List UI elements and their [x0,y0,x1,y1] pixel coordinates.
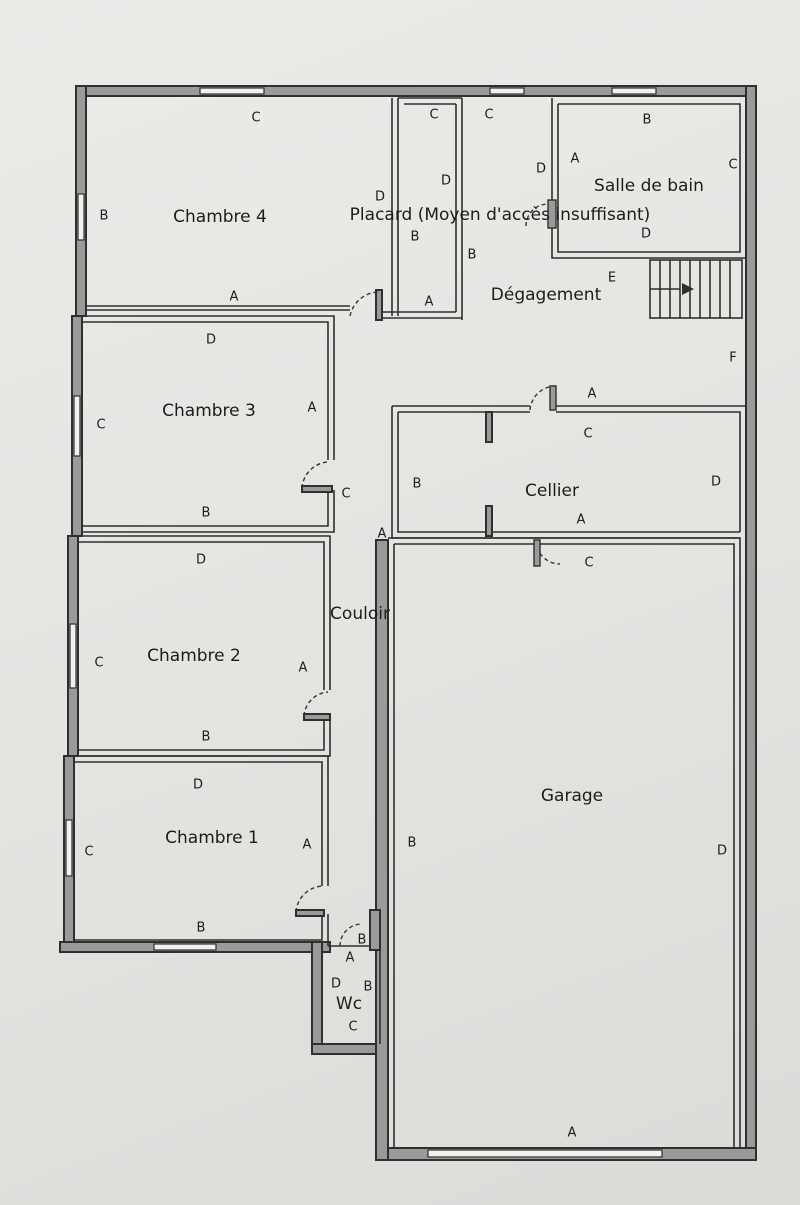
wall-stub-chambre1 [295,909,325,917]
windows [65,87,663,1158]
room-label-garage: Garage [541,786,603,806]
wall-wc-left [311,941,323,1053]
interior-walls [74,97,746,1148]
wall-letter: D [441,174,451,189]
wall-letter: A [378,527,387,542]
wall-letter: E [608,271,616,286]
room-labels: Chambre 4 Placard (Moyen d'accès insuffi… [147,176,704,1014]
wall-letter: A [299,661,308,676]
room-label-chambre4: Chambre 4 [173,207,267,227]
wall-garage-left [375,539,389,1161]
window-salle-de-bain [611,87,657,95]
door-chambre4 [349,291,379,317]
wall-stub-cellier-top [485,411,493,443]
wall-letter: C [584,556,593,571]
window-chambre1-left [65,819,73,877]
wall-letter: B [408,836,417,851]
wall-letter: C [484,108,493,123]
wall-letters: C B D A C D B A C D B E F A B A C D D A … [84,108,737,1141]
window-chambre3-left [73,395,81,457]
wall-letter: D [375,190,385,205]
window-chambre1-bottom [153,943,217,951]
wall-wc-right [369,909,381,951]
wall-letter: D [206,333,216,348]
room-label-salle-de-bain: Salle de bain [594,176,704,196]
wall-letter: C [728,158,737,173]
wall-letter: C [251,111,260,126]
wall-letter: A [346,951,355,966]
wall-stub-chambre2 [303,713,331,721]
room-label-wc: Wc [336,994,362,1014]
wall-letter: A [571,152,580,167]
wall-letter: D [536,162,546,177]
window-degagement [489,87,525,95]
wall-letter: C [96,418,105,433]
wall-letter: B [364,980,373,995]
wall-letter: B [411,230,420,245]
wall-letter: A [577,513,586,528]
wall-letter: C [341,487,350,502]
wall-letter: B [100,209,109,224]
room-label-chambre3: Chambre 3 [162,401,256,421]
wall-letter: B [197,921,206,936]
wall-letter: A [308,401,317,416]
doors [295,199,561,947]
door-cellier [529,385,557,411]
wall-letter: B [413,477,422,492]
room-label-degagement: Dégagement [491,285,602,305]
wall-right [745,85,757,1161]
wall-letter: D [196,553,206,568]
door-chambre3 [301,461,329,489]
wall-letter: B [202,506,211,521]
window-chambre2-left [69,623,77,689]
wall-letter: B [643,113,652,128]
wall-letter: D [193,778,203,793]
window-garage-door [427,1149,663,1158]
stairs [650,260,731,318]
wall-letter: F [729,351,736,366]
wall-letter: A [588,387,597,402]
wall-letter: D [711,475,721,490]
wall-stub-chambre4-door [375,289,383,321]
room-label-chambre1: Chambre 1 [165,828,259,848]
wall-letter: B [468,248,477,263]
door-salle-de-bain [525,203,549,227]
exterior-walls [59,85,757,1161]
wall-letter: D [641,227,651,242]
room-label-placard: Placard (Moyen d'accès insuffisant) [350,205,651,225]
room-label-chambre2: Chambre 2 [147,646,241,666]
wall-letter: C [94,656,103,671]
wall-letter: B [202,730,211,745]
wall-letter: C [84,845,93,860]
wall-stub-chambre3 [301,485,333,493]
wall-letter: A [230,290,239,305]
wall-letter: A [425,295,434,310]
door-wc [339,923,363,947]
wall-wc-bottom [311,1043,385,1055]
door-chambre1 [295,885,325,913]
window-chambre4 [199,87,265,95]
wall-letter: D [717,844,727,859]
wall-letter: A [568,1126,577,1141]
wall-letter: B [358,933,367,948]
wall-letter: A [303,838,312,853]
room-label-couloir: Couloir [330,604,390,624]
wall-letter: C [348,1020,357,1035]
wall-letter: D [331,977,341,992]
wall-letter: C [583,427,592,442]
window-chambre4-left [77,193,85,241]
wall-letter: C [429,108,438,123]
wall-stub-cellier-bottom [485,505,493,537]
door-chambre2 [303,691,329,717]
room-label-cellier: Cellier [525,481,579,501]
